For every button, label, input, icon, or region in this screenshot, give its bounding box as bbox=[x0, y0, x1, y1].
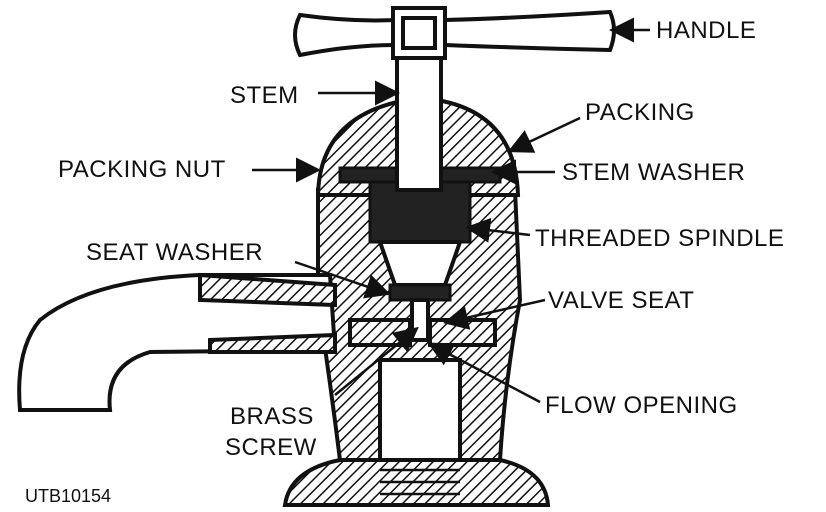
leader-lines bbox=[252, 17, 650, 404]
label-stem: STEM bbox=[230, 82, 299, 109]
figure-code: UTB10154 bbox=[25, 486, 111, 506]
label-brass-screw-line2: SCREW bbox=[225, 434, 317, 461]
seat-washer bbox=[388, 283, 452, 302]
inlet-threads bbox=[380, 468, 460, 496]
label-packing-nut: PACKING NUT bbox=[58, 156, 226, 183]
label-handle: HANDLE bbox=[656, 17, 756, 44]
inlet-passage bbox=[378, 358, 462, 462]
label-brass-screw-line1: BRASS bbox=[230, 403, 314, 430]
brass-screw bbox=[410, 298, 430, 342]
label-flow-opening: FLOW OPENING bbox=[545, 392, 738, 419]
label-stem-washer: STEM WASHER bbox=[562, 159, 745, 186]
handle bbox=[293, 6, 616, 60]
label-threaded-spindle: THREADED SPINDLE bbox=[535, 225, 784, 252]
threaded-spindle bbox=[368, 180, 472, 342]
label-seat-washer: SEAT WASHER bbox=[86, 239, 263, 266]
spout bbox=[17, 272, 338, 412]
label-packing: PACKING bbox=[585, 99, 695, 126]
label-valve-seat: VALVE SEAT bbox=[548, 287, 694, 314]
spindle-tip bbox=[377, 240, 463, 287]
